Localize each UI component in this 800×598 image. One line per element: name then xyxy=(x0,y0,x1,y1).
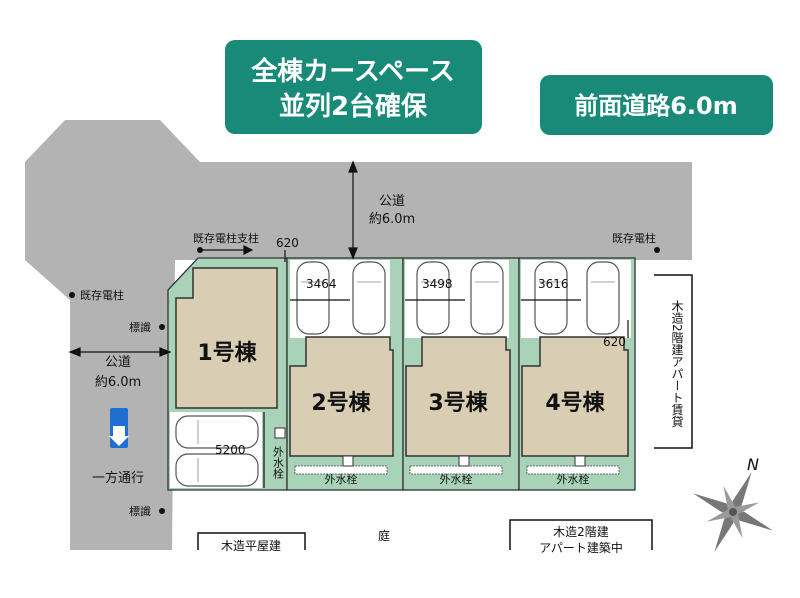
car-icon xyxy=(352,261,386,335)
meter-strips xyxy=(294,465,620,475)
poles xyxy=(69,247,660,514)
building-4-label: 4号棟 xyxy=(545,390,605,416)
water-tap-1: 外水栓 xyxy=(272,446,285,480)
front-road-badge: 前面道路6.0m xyxy=(540,75,773,135)
pole-left-label: 既存電柱 xyxy=(80,288,124,302)
front-road-text: 前面道路6.0m xyxy=(574,92,738,120)
neighbor-bottom-right-1: 木造2階建 xyxy=(553,524,609,539)
compass-north-label: N xyxy=(747,455,759,474)
water-tap-2: 外水栓 xyxy=(325,472,358,486)
pole-icon xyxy=(69,292,75,298)
carspace-line1: 全棟カースペース xyxy=(250,56,455,87)
sign-upper-label: 標識 xyxy=(129,320,151,334)
dim-3498: 3498 xyxy=(422,277,453,291)
water-tap-3: 外水栓 xyxy=(440,472,473,486)
road-top-label-2: 約6.0m xyxy=(369,212,415,227)
sign-icon xyxy=(159,324,165,330)
compass-icon xyxy=(693,472,773,552)
building-3-label: 3号棟 xyxy=(428,390,488,416)
cars xyxy=(175,261,620,487)
dim-3464: 3464 xyxy=(306,277,337,291)
car-icon xyxy=(470,261,504,335)
dim-5200: 5200 xyxy=(215,443,246,457)
dim-3616: 3616 xyxy=(538,277,569,291)
neighbor-bottom-right-2: アパート建築中 xyxy=(539,540,623,555)
dimension-lines xyxy=(68,160,629,488)
house-4 xyxy=(521,336,629,457)
pole-support-label: 既存電柱支柱 xyxy=(193,231,259,245)
car-icon xyxy=(534,261,568,335)
garden-label: 庭 xyxy=(378,528,390,543)
car-icon xyxy=(175,453,259,487)
road-left-label-1: 公道 xyxy=(105,355,131,370)
car-icon xyxy=(586,261,620,335)
houses xyxy=(175,267,629,457)
pole-icon xyxy=(197,247,203,253)
roads xyxy=(25,120,692,550)
pole-right-label: 既存電柱 xyxy=(612,231,656,245)
carspace-badge: 全棟カースペース 並列2台確保 xyxy=(225,40,482,134)
building-2-label: 2号棟 xyxy=(311,390,371,416)
sign-icon xyxy=(159,508,165,514)
house-3 xyxy=(405,336,511,457)
carspace-line2: 並列2台確保 xyxy=(279,91,428,122)
one-way-arrow-icon xyxy=(109,408,129,448)
house-2 xyxy=(289,336,394,457)
one-way-label: 一方通行 xyxy=(92,470,144,486)
labels: 公道 約6.0m 公道 約6.0m 一方通行 既存電柱支柱 既存電柱 既存電柱 … xyxy=(80,194,759,555)
building-1-label: 1号棟 xyxy=(197,340,257,366)
road-top xyxy=(25,120,692,550)
car-icon xyxy=(416,261,450,335)
road-top-label-1: 公道 xyxy=(379,194,405,209)
dim-620-right: 620 xyxy=(603,335,626,349)
car-icon xyxy=(296,261,330,335)
pole-icon xyxy=(654,247,660,253)
sign-lower-label: 標識 xyxy=(129,504,151,518)
neighbor-bottom-left: 木造平屋建 xyxy=(221,539,281,553)
neighbor-right-apartment: 木造2階建アパート賃貸 xyxy=(670,300,684,429)
dim-620-top: 620 xyxy=(276,236,299,250)
house-1 xyxy=(175,267,278,409)
water-tap-4: 外水栓 xyxy=(557,472,590,486)
neighbors xyxy=(197,274,693,550)
car-icon xyxy=(175,415,259,449)
road-left-label-2: 約6.0m xyxy=(95,375,141,390)
